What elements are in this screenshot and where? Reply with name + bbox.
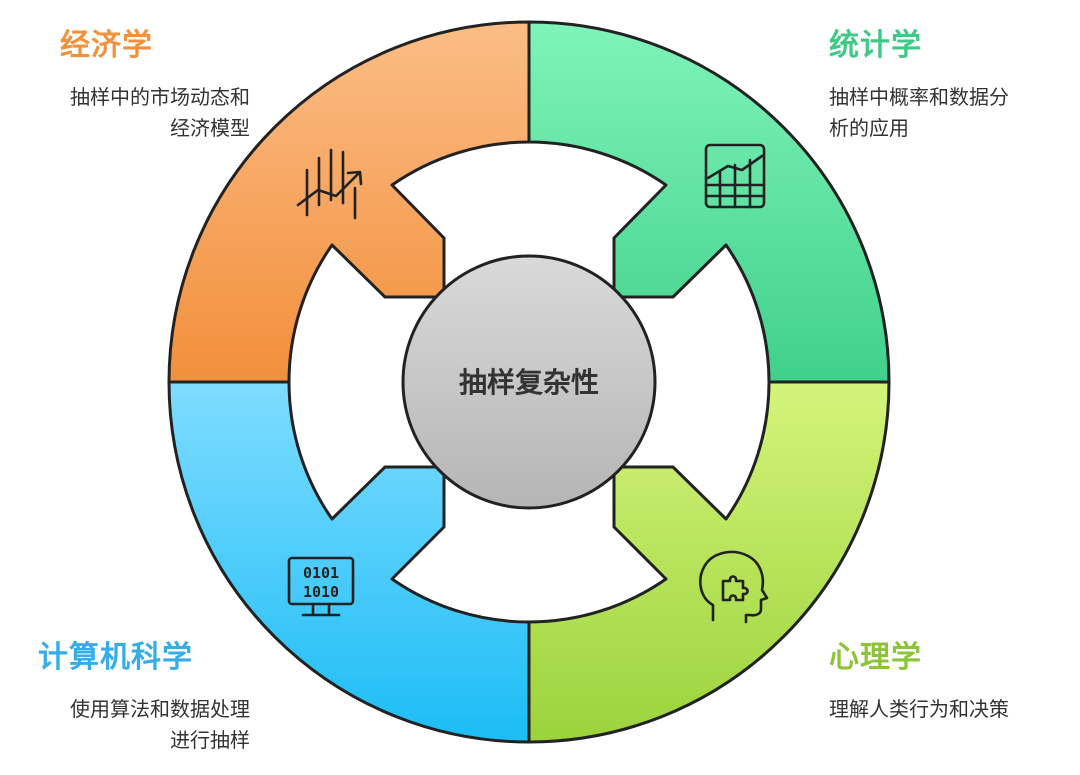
line-graph-icon	[704, 143, 766, 209]
economics-label: 经济学 抽样中的市场动态和 经济模型	[60, 20, 250, 144]
statistics-label: 统计学 抽样中概率和数据分 析的应用	[829, 20, 1049, 144]
economics-title: 经济学	[60, 28, 153, 63]
center-circle	[401, 254, 657, 510]
psychology-description: 理解人类行为和决策	[829, 697, 1009, 721]
computer-science-title: 计算机科学	[38, 640, 193, 675]
statistics-title: 统计学	[829, 28, 922, 63]
psychology-title: 心理学	[829, 640, 922, 675]
statistics-description: 抽样中概率和数据分 析的应用	[829, 85, 1009, 140]
psychology-label: 心理学 理解人类行为和决策	[829, 632, 1059, 725]
computer-science-description: 使用算法和数据处理 进行抽样	[70, 697, 250, 752]
chart-bars-icon	[296, 148, 363, 220]
svg-text:1010: 1010	[303, 583, 339, 601]
computer-science-label: 计算机科学 使用算法和数据处理 进行抽样	[38, 632, 250, 756]
center-label: 抽样复杂性	[459, 366, 599, 399]
economics-description: 抽样中的市场动态和 经济模型	[70, 85, 250, 140]
head-puzzle-icon	[699, 550, 769, 624]
binary-monitor-icon: 0101 1010	[287, 556, 355, 617]
svg-text:0101: 0101	[303, 564, 339, 582]
